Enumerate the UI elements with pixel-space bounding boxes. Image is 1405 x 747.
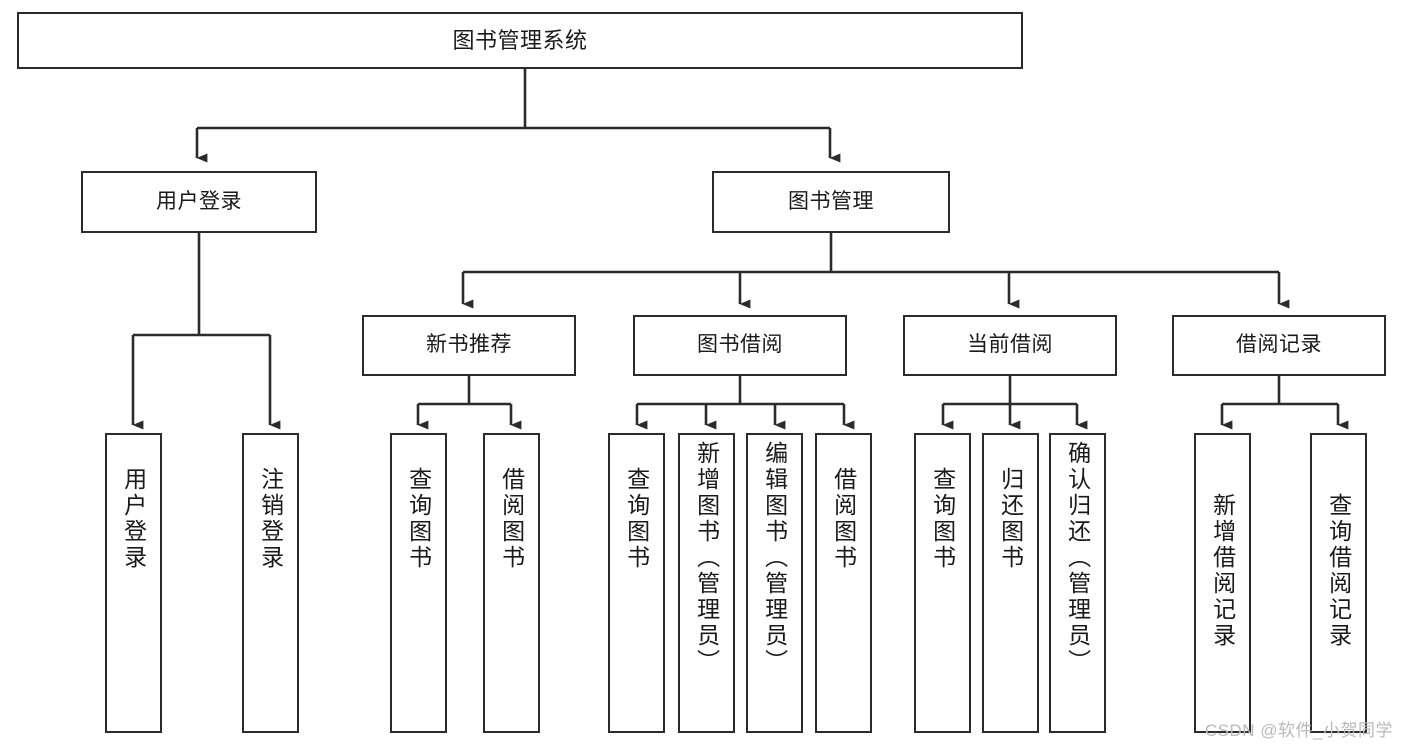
node-leaf-add-book[interactable]: 新增图书（管理员） [678, 433, 735, 733]
node-label: 用户登录 [120, 467, 147, 571]
node-label: 借阅记录 [1236, 333, 1322, 357]
node-leaf-return-book[interactable]: 归还图书 [982, 433, 1039, 733]
node-label: 查询图书 [623, 467, 650, 571]
node-label: 新书推荐 [426, 333, 512, 357]
node-label: 借阅图书 [498, 467, 525, 571]
node-current-borrow[interactable]: 当前借阅 [903, 315, 1117, 376]
node-label: 借阅图书 [830, 467, 857, 571]
node-label: 当前借阅 [967, 333, 1053, 357]
csdn-watermark: CSDN @软件_小贺同学 [1204, 721, 1393, 740]
node-leaf-query-book-2[interactable]: 查询图书 [608, 433, 665, 733]
node-leaf-borrow-book-1[interactable]: 借阅图书 [483, 433, 540, 733]
node-label: 图书管理 [788, 189, 874, 213]
node-label: 查询图书 [929, 467, 956, 571]
node-label: 注销登录 [257, 467, 284, 571]
node-book-borrow[interactable]: 图书借阅 [633, 315, 847, 376]
node-leaf-confirm-return[interactable]: 确认归还（管理员） [1049, 433, 1106, 733]
node-label: 图书管理系统 [452, 27, 588, 53]
node-leaf-query-book-3[interactable]: 查询图书 [914, 433, 971, 733]
node-borrow-record[interactable]: 借阅记录 [1172, 315, 1386, 376]
node-leaf-query-record[interactable]: 查询借阅记录 [1310, 433, 1367, 733]
node-user-login[interactable]: 用户登录 [81, 171, 317, 233]
node-leaf-add-record[interactable]: 新增借阅记录 [1194, 433, 1251, 733]
node-label: 确认归还（管理员） [1064, 441, 1091, 675]
node-label: 查询借阅记录 [1325, 493, 1352, 649]
node-label: 查询图书 [405, 467, 432, 571]
node-label: 图书借阅 [697, 333, 783, 357]
node-label: 新增图书（管理员） [693, 441, 720, 675]
node-label: 归还图书 [997, 467, 1024, 571]
node-leaf-user-login[interactable]: 用户登录 [105, 433, 162, 733]
node-leaf-query-book-1[interactable]: 查询图书 [390, 433, 447, 733]
node-new-book-recommend[interactable]: 新书推荐 [362, 315, 576, 376]
node-root-system[interactable]: 图书管理系统 [17, 12, 1023, 69]
node-label: 新增借阅记录 [1209, 493, 1236, 649]
node-leaf-logout-login[interactable]: 注销登录 [242, 433, 299, 733]
node-leaf-edit-book[interactable]: 编辑图书（管理员） [746, 433, 803, 733]
node-book-manage[interactable]: 图书管理 [712, 171, 950, 233]
node-leaf-borrow-book-2[interactable]: 借阅图书 [815, 433, 872, 733]
node-label: 用户登录 [156, 189, 242, 213]
node-label: 编辑图书（管理员） [761, 441, 788, 675]
